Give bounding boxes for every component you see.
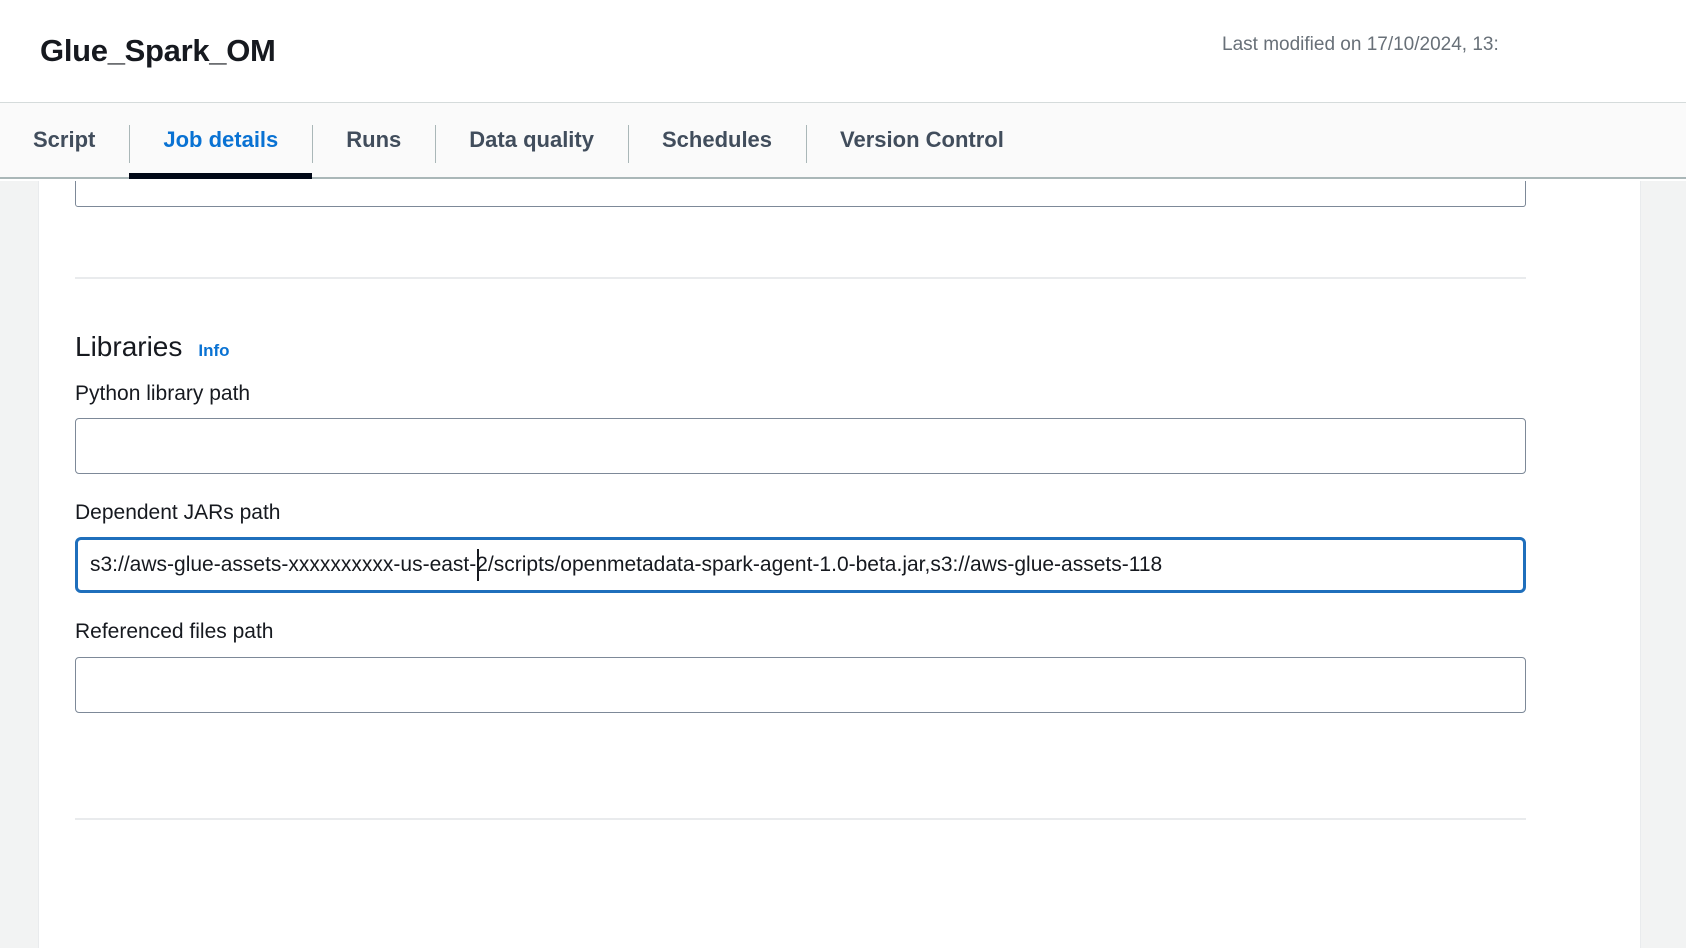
python-library-path-input[interactable] bbox=[75, 418, 1526, 475]
referenced-files-path-input[interactable] bbox=[75, 656, 1526, 713]
job-details-panel: Libraries Info Python library path Depen… bbox=[39, 181, 1640, 948]
info-link[interactable]: Info bbox=[198, 341, 230, 360]
field-label: Python library path bbox=[75, 382, 251, 405]
left-gutter bbox=[0, 181, 39, 948]
section-divider-bottom bbox=[75, 818, 1526, 820]
tab-script[interactable]: Script bbox=[0, 103, 129, 177]
page-title: Glue_Spark_OM bbox=[40, 33, 276, 68]
tab-schedules[interactable]: Schedules bbox=[627, 103, 806, 177]
tab-label: Version Control bbox=[840, 127, 1004, 152]
page-header: Glue_Spark_OM Last modified on 17/10/202… bbox=[0, 0, 1686, 103]
libraries-heading-row: Libraries Info bbox=[75, 333, 1526, 361]
page-body: Libraries Info Python library path Depen… bbox=[0, 181, 1686, 948]
previous-field-input[interactable] bbox=[75, 181, 1526, 207]
field-dependent-jars-path: Dependent JARs path bbox=[75, 500, 1526, 594]
field-referenced-files-path: Referenced files path bbox=[75, 619, 1526, 713]
tab-version-control[interactable]: Version Control bbox=[806, 103, 1038, 177]
tab-label: Data quality bbox=[469, 127, 594, 152]
field-label: Referenced files path bbox=[75, 620, 274, 644]
section-divider-top bbox=[75, 277, 1526, 279]
field-label: Dependent JARs path bbox=[75, 501, 281, 525]
tab-label: Script bbox=[33, 127, 96, 152]
right-gutter bbox=[1640, 181, 1686, 948]
tab-label: Job details bbox=[163, 127, 279, 152]
tab-job-details[interactable]: Job details bbox=[129, 103, 313, 179]
libraries-section: Libraries Info Python library path Depen… bbox=[75, 333, 1526, 739]
tab-label: Schedules bbox=[661, 127, 773, 152]
libraries-heading: Libraries bbox=[75, 331, 183, 362]
tab-data-quality[interactable]: Data quality bbox=[435, 103, 628, 177]
input-wrapper bbox=[75, 656, 1526, 713]
field-python-library-path: Python library path bbox=[75, 381, 1526, 475]
tab-bar: Script Job details Runs Data quality Sch… bbox=[0, 103, 1686, 179]
dependent-jars-path-input[interactable] bbox=[75, 537, 1526, 594]
input-wrapper bbox=[75, 537, 1526, 594]
tab-runs[interactable]: Runs bbox=[312, 103, 435, 177]
text-caret bbox=[477, 549, 479, 582]
input-wrapper bbox=[75, 418, 1526, 475]
tab-label: Runs bbox=[346, 127, 402, 152]
last-modified-text: Last modified on 17/10/2024, 13: bbox=[1222, 34, 1499, 55]
